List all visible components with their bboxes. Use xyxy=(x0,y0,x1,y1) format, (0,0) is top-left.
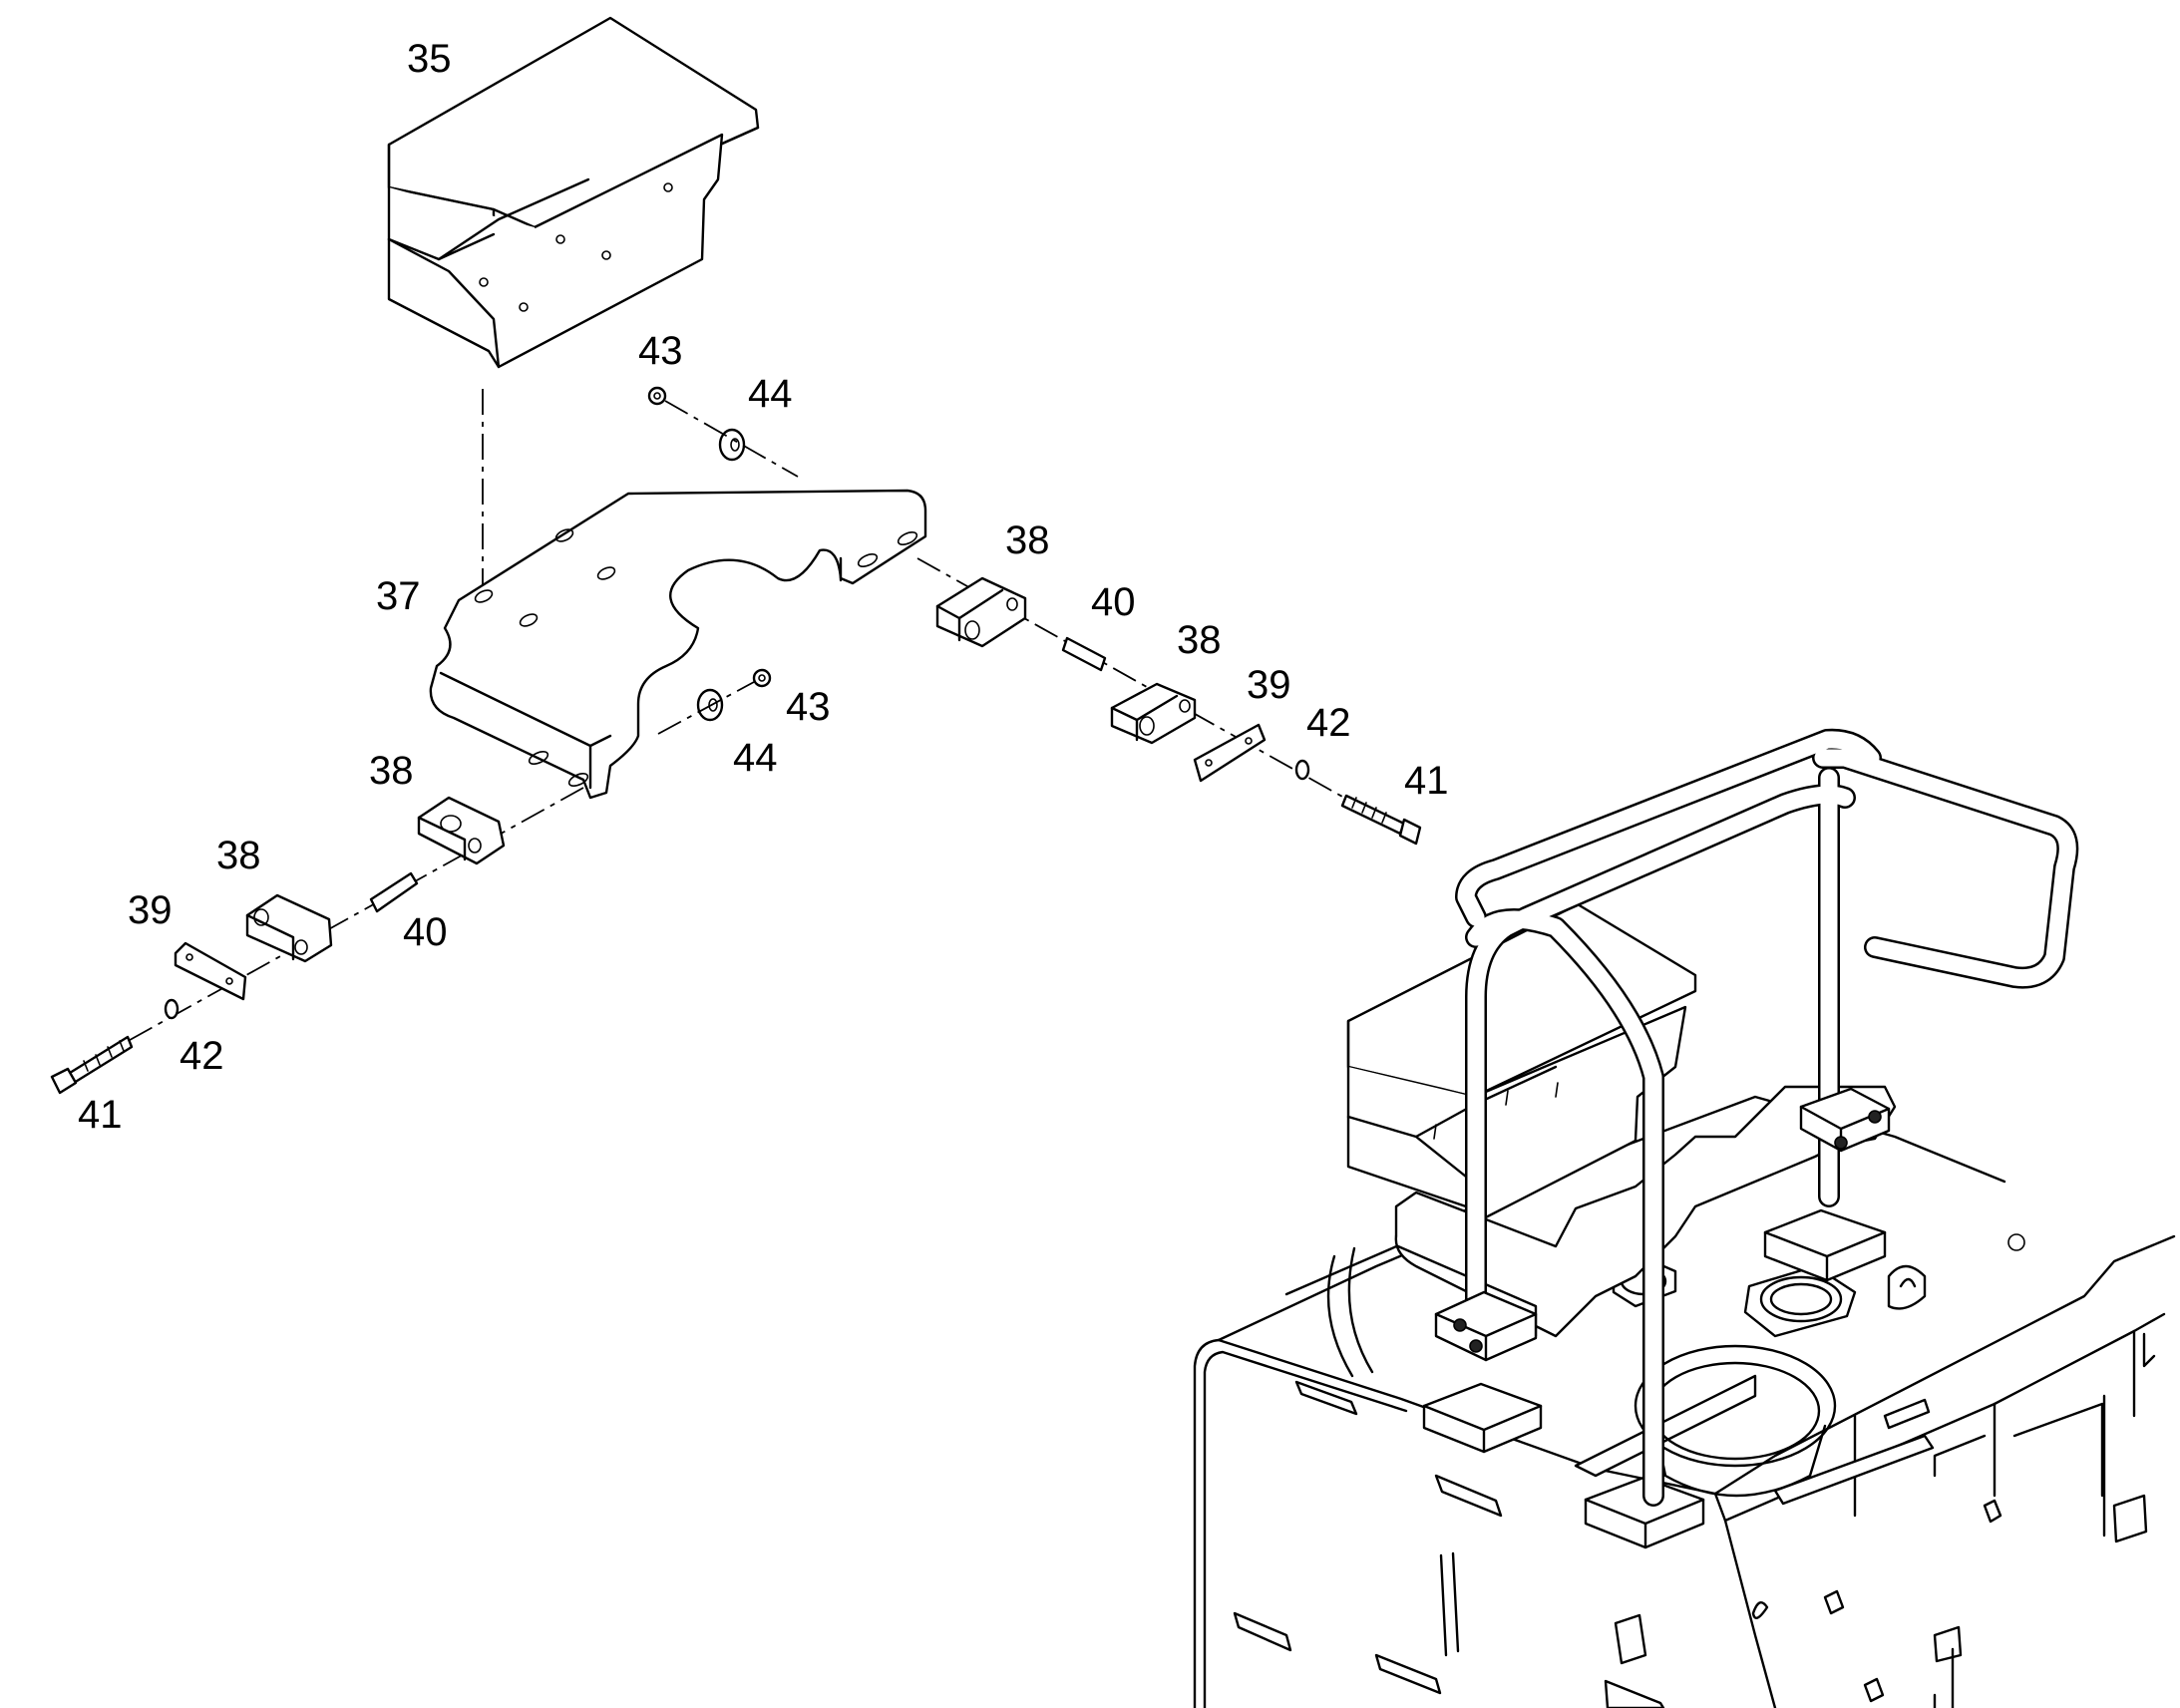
callout-35: 35 xyxy=(407,37,452,81)
callout-38: 38 xyxy=(1177,618,1222,662)
part-44-washer-upper xyxy=(718,428,746,462)
handle-bar-tube xyxy=(1455,728,2079,1507)
callout-39: 39 xyxy=(1247,663,1291,707)
part-43-nut-lower xyxy=(752,668,772,688)
part-43-nut-upper xyxy=(647,386,667,406)
part-39-plate-right xyxy=(1193,723,1267,783)
callout-44: 44 xyxy=(748,372,793,416)
callout-44: 44 xyxy=(733,736,778,780)
part-42-washer-right xyxy=(1294,759,1310,781)
callout-labels: 35 37 43 44 43 44 38 40 38 39 42 41 38 3… xyxy=(78,37,1449,1137)
callout-42: 42 xyxy=(1306,701,1351,745)
frame-bolt-2 xyxy=(1823,1589,1845,1615)
callout-41: 41 xyxy=(78,1093,123,1137)
axis-upper-fastener xyxy=(664,400,799,478)
callout-38: 38 xyxy=(369,749,414,793)
callout-37: 37 xyxy=(376,574,421,618)
part-38-clamp-left-upper xyxy=(417,796,506,865)
part-41-bolt-left xyxy=(50,1035,134,1095)
callout-43: 43 xyxy=(786,685,831,729)
callout-42: 42 xyxy=(180,1034,224,1078)
callout-39: 39 xyxy=(128,888,173,932)
part-38-clamp-right-upper xyxy=(935,576,1027,648)
part-42-washer-left xyxy=(164,998,180,1020)
part-35-cover xyxy=(387,16,760,369)
callout-40: 40 xyxy=(403,910,448,954)
callout-40: 40 xyxy=(1091,580,1136,624)
frame-bolt-3 xyxy=(1863,1677,1885,1703)
mounted-clamp-right xyxy=(1799,1087,1891,1153)
part-39-plate-left xyxy=(174,941,247,1001)
mounted-clamp-left xyxy=(1434,1290,1538,1362)
part-37-bracket xyxy=(429,489,927,800)
part-38-clamp-right-lower xyxy=(1110,682,1197,745)
part-41-bolt-right xyxy=(1340,794,1422,846)
part-40-pin-right xyxy=(1061,636,1107,672)
callout-43: 43 xyxy=(638,329,683,373)
part-38-clamp-left-lower xyxy=(245,893,333,963)
callout-41: 41 xyxy=(1404,759,1449,803)
part-40-pin-left xyxy=(369,871,419,913)
frame-bolt-1 xyxy=(1983,1499,2002,1524)
axis-lower-fastener xyxy=(657,681,755,735)
callout-38: 38 xyxy=(1005,518,1050,562)
callout-38: 38 xyxy=(216,834,261,877)
